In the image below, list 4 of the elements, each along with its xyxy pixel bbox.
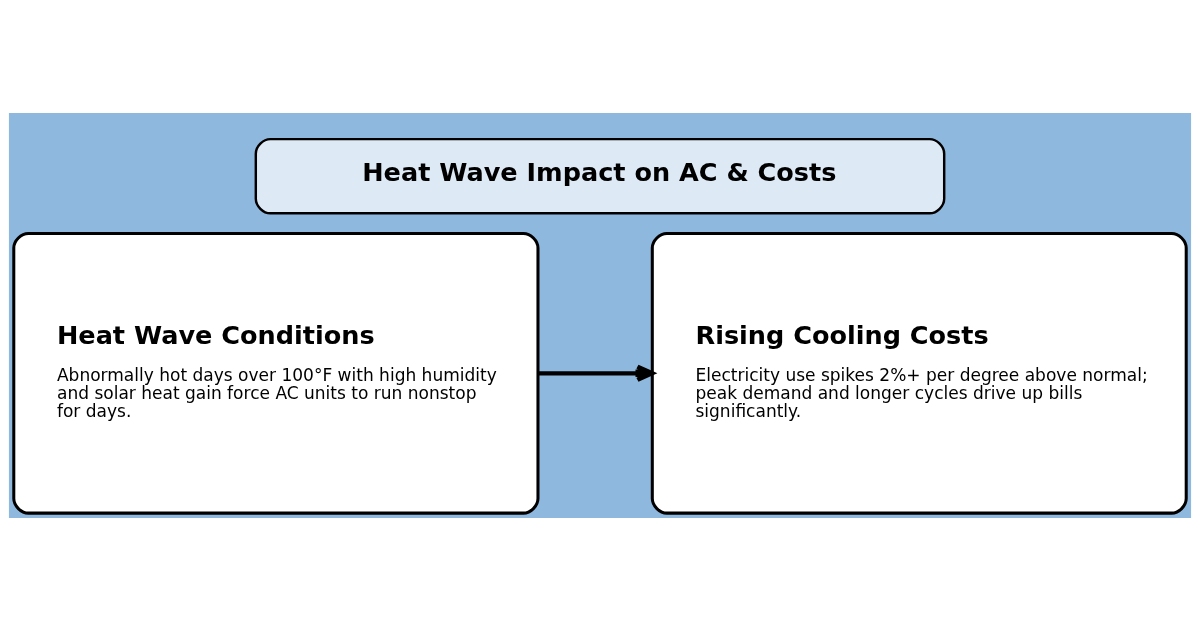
node-box: Rising Cooling Costs Electricity use spikes 2%+ per degree above normal; peak demand and longer cycles drive up bills significantly. (650, 231, 1188, 515)
arrow (538, 364, 655, 382)
diagram-title: Heat Wave Impact on AC & Costs (362, 156, 837, 187)
node-box: Heat Wave Conditions Abnormally hot days over 100°F with high humidity and solar heat gain force AC units to run nonstop for days. (12, 231, 540, 515)
